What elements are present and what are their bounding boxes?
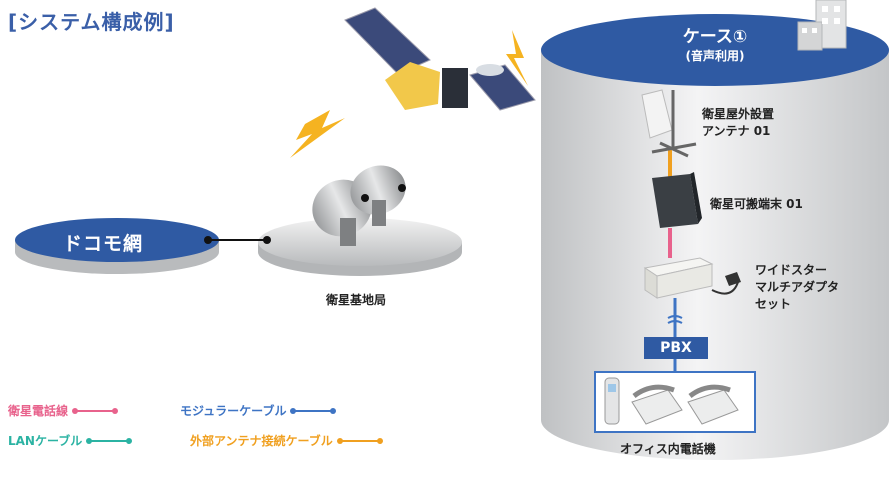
case-title: ケース①: [682, 27, 748, 47]
terminal-label: 衛星可搬端末 01: [710, 197, 803, 211]
legend-label: モジュラーケーブル: [180, 404, 287, 418]
portable-terminal-icon: [652, 172, 702, 228]
ground-station-disc: [258, 218, 462, 276]
legend-swatch: [336, 437, 383, 444]
docomo-label: ドコモ網: [63, 233, 144, 255]
legend-label: 外部アンテナ接続ケーブル: [190, 434, 333, 448]
adapter-label-line1: ワイドスター: [755, 263, 828, 277]
adapter-label: ワイドスター マルチアダプタ セット: [755, 262, 839, 313]
legend-swatch: [290, 407, 337, 414]
phones-icon: [604, 377, 739, 425]
adapter-label-line2: マルチアダプタ: [755, 280, 840, 294]
antenna-label: 衛星屋外設置 アンテナ 01: [702, 106, 774, 140]
satellite-icon: [344, 7, 536, 111]
case-heading: ケース① (音声利用): [660, 26, 770, 64]
legend-label: LANケーブル: [8, 434, 83, 448]
legend-swatch: [86, 437, 133, 444]
legend-satellite-phone-line: 衛星電話線: [8, 402, 119, 419]
pbx-box: PBX: [644, 337, 708, 359]
phones-label: オフィス内電話機: [620, 442, 716, 456]
building-icon: [797, 0, 847, 51]
legend-lan-cable: LANケーブル: [8, 432, 133, 449]
antenna-label-line1: 衛星屋外設置: [702, 107, 775, 121]
legend-modular-cable: モジュラーケーブル: [180, 402, 337, 419]
ground-station-dish-icon: [312, 165, 406, 246]
docomo-network-disc: [15, 218, 219, 274]
page-title: [システム構成例]: [8, 10, 175, 34]
adapter-label-line3: セット: [755, 297, 792, 311]
ground-station-label: 衛星基地局: [326, 293, 387, 307]
legend-swatch: [72, 407, 119, 414]
legend-label: 衛星電話線: [8, 404, 69, 418]
outdoor-antenna-icon: [641, 89, 697, 158]
multi-adapter-icon: [643, 257, 741, 299]
legend-antenna-cable: 外部アンテナ接続ケーブル: [190, 432, 383, 449]
case-subtitle: (音声利用): [685, 49, 745, 63]
antenna-label-line2: アンテナ 01: [702, 124, 771, 138]
lightning-icon: [290, 30, 528, 158]
